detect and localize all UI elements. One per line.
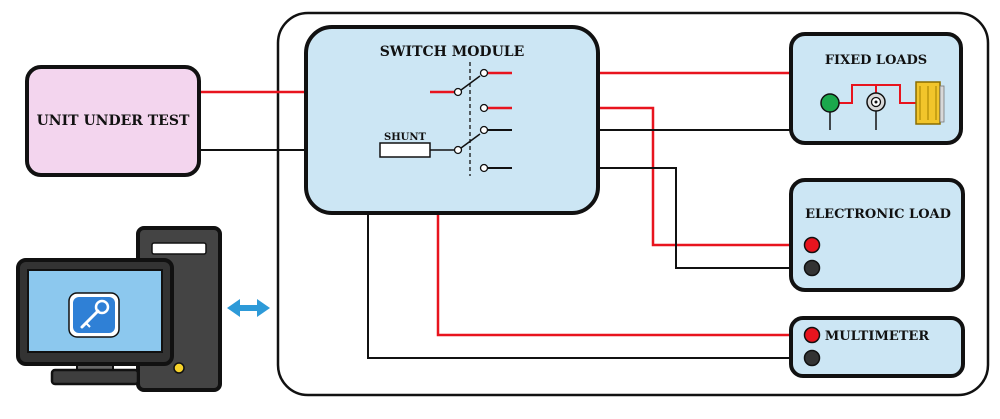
multimeter-label: MULTIMETER [825, 329, 929, 344]
eload-black-terminal [803, 259, 821, 277]
desktop-computer-icon [16, 226, 222, 392]
wire-multimeter-lo [367, 150, 806, 359]
relay-contacts [430, 68, 512, 173]
key-app-icon [68, 292, 120, 338]
green-led-icon [820, 93, 840, 130]
electronic-load-block: ELECTRONIC LOAD [789, 178, 965, 292]
unit-under-test-block: UNIT UNDER TEST [25, 65, 201, 177]
eload-red-terminal [803, 236, 821, 254]
multimeter-block: MULTIMETER [789, 316, 965, 378]
fixed-loads-label: FIXED LOADS [825, 53, 927, 68]
bnc-connector-icon [866, 92, 886, 130]
power-resistor-icon [915, 81, 945, 125]
multimeter-red-terminal [803, 326, 821, 344]
switch-module-block: SWITCH MODULE SHUNT [304, 25, 600, 215]
unit-under-test-label: UNIT UNDER TEST [37, 113, 190, 129]
multimeter-black-terminal [803, 349, 821, 367]
double-arrow-icon [227, 299, 270, 317]
switch-module-label: SWITCH MODULE [380, 44, 525, 60]
fixed-loads-block: FIXED LOADS [789, 32, 963, 145]
shunt-resistor [379, 142, 431, 158]
shunt-label: SHUNT [384, 132, 427, 143]
electronic-load-label: ELECTRONIC LOAD [805, 207, 951, 222]
